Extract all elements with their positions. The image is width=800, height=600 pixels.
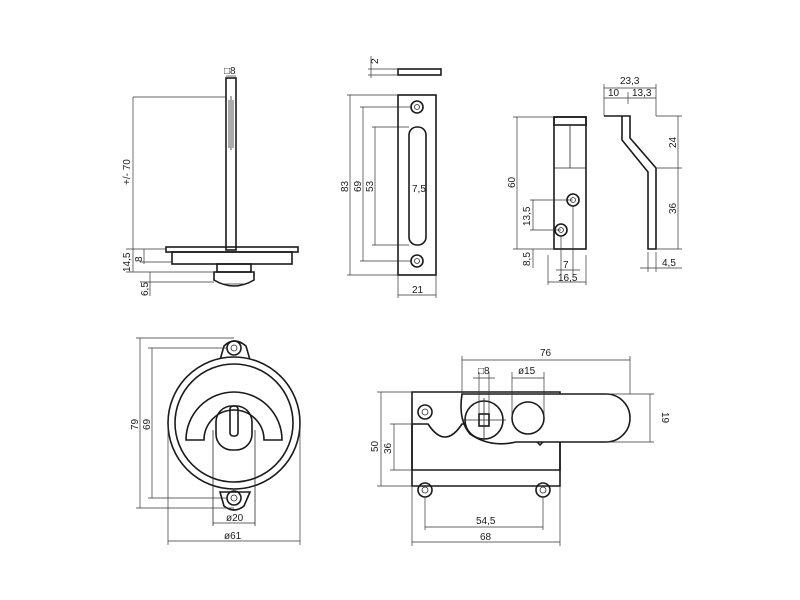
dim-bracket-bottom: 36 [668,202,679,214]
dim-bracket-width-a: 10 [608,88,620,99]
dim-latch-length: 76 [540,348,552,359]
dim-latch-width: 68 [480,532,492,543]
dim-latch-square: □8 [478,366,490,377]
dim-rose-inner-dia: ø20 [226,513,244,524]
dim-slot-width: 7,5 [412,184,426,195]
dim-base-145: 14,5 [122,252,133,272]
striker-plate-view [347,56,442,298]
dim-hole-pitch: 69 [353,180,364,192]
latch-view [377,356,654,546]
dim-base-65: 6,5 [140,282,151,296]
bracket-view [513,84,682,285]
dim-bracket-top: 24 [668,136,679,148]
dim-bracket-base: 16,5 [558,273,578,284]
dim-base-8: 8 [134,256,145,262]
spindle-side-view [126,75,299,296]
dim-plate-thickness: 2 [370,58,381,64]
dim-spindle-length: +/- 70 [122,159,133,185]
dim-hole-spacing: 13,5 [522,206,533,226]
dim-plate-height: 83 [340,180,351,192]
dim-latch-inner-height: 36 [383,442,394,454]
dim-latch-tab: 19 [659,412,670,424]
dim-bracket-height: 60 [507,176,518,188]
dim-spindle-square: □8 [224,66,236,77]
dim-latch-diameter: ø15 [518,366,536,377]
dim-rose-outer-dia: ø61 [224,531,242,542]
dim-plate-width: 21 [412,285,424,296]
dim-hole-offset: 7 [563,260,569,271]
dim-rose-height: 79 [130,418,141,430]
dim-slot-length: 53 [365,180,376,192]
dim-bracket-width-b: 13,3 [632,88,652,99]
dim-bracket-width: 23,3 [620,76,640,87]
dim-hole-bottom: 8,5 [522,252,533,266]
dim-rose-hole-pitch: 69 [142,418,153,430]
dim-latch-height: 50 [370,440,381,452]
indicator-rose-view [136,337,301,545]
dim-latch-hole-spacing: 54,5 [476,516,496,527]
dim-bracket-thickness: 4,5 [662,258,676,269]
